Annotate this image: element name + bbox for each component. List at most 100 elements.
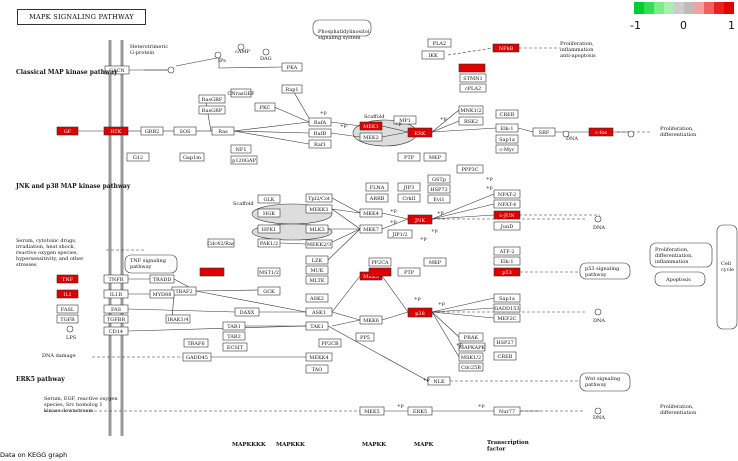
gene-node-mek5[interactable] [359,406,385,416]
gene-node-raf1b[interactable] [308,139,332,149]
gene-node-myd88[interactable] [149,289,175,299]
gene-node-flna[interactable] [365,182,389,192]
gene-node-mkp[interactable] [423,152,447,162]
gene-node-mkk6[interactable] [359,315,383,325]
compound-circle[interactable] [594,215,602,223]
gene-node-mkp2[interactable] [423,257,447,267]
compound-circle[interactable] [237,43,245,51]
gene-node-daxx[interactable] [234,307,260,317]
gene-node-cdc25b[interactable] [458,362,484,372]
gene-node-mltk[interactable] [305,275,329,285]
gene-node-evi1[interactable] [427,194,451,204]
gene-node-tradd[interactable] [149,274,175,284]
gene-node-rtk[interactable] [103,126,129,136]
linked-pathway-box[interactable] [579,372,631,392]
gene-node-cnrasgef[interactable] [230,88,252,98]
gene-node-srf[interactable] [532,127,556,137]
gene-node-hgk[interactable] [257,208,281,218]
gene-node-pp2ca[interactable] [368,257,392,267]
compound-circle[interactable] [214,51,222,59]
gene-node-ptp[interactable] [397,152,421,162]
gene-node-p120gap[interactable] [230,155,258,165]
gene-node-prak[interactable] [458,332,484,342]
gene-node-ras[interactable] [211,126,235,136]
gene-node-hspb1[interactable] [427,184,451,194]
gene-node-mnk[interactable] [458,105,484,115]
gene-node-cmyc[interactable] [495,144,519,154]
gene-node-mekk23[interactable] [305,239,333,249]
gene-node-mst12[interactable] [257,267,281,277]
gene-node-tak1[interactable] [305,321,329,331]
gene-node-rafb[interactable] [308,128,332,138]
compound-circle[interactable] [167,66,175,74]
gene-node-fas[interactable] [103,304,129,314]
gene-node-msk12[interactable] [458,352,484,362]
gene-node-crkii[interactable] [397,193,421,203]
gene-node-creb2[interactable] [495,109,519,119]
gene-node-pkc[interactable] [254,102,276,112]
gene-node-gf[interactable] [56,126,79,136]
gene-node-erk[interactable] [407,127,433,138]
gene-node-sap1a2[interactable] [493,293,521,303]
gene-node-pak12[interactable] [257,238,281,248]
gene-node-nf1[interactable] [230,144,252,154]
gene-node-grb2[interactable] [140,126,164,136]
gene-node-ikk[interactable] [421,50,445,60]
gene-node-map3k-red[interactable] [199,267,225,277]
compound-circle[interactable] [627,130,635,138]
gene-node-cdc42[interactable] [207,238,235,248]
gene-node-traf6[interactable] [183,338,209,348]
gene-node-cjun[interactable] [493,210,521,220]
linked-pathway-box[interactable] [649,242,713,268]
gene-node-mlk3[interactable] [305,224,329,234]
gene-node-arrb[interactable] [365,193,389,203]
gene-node-nur77[interactable] [493,406,521,416]
gene-node-cacn[interactable] [104,65,130,75]
gene-node-mapkapk[interactable] [458,342,486,352]
gene-node-cpla2[interactable] [459,83,487,93]
gene-node-pp2cb[interactable] [318,338,342,348]
gene-node-muk[interactable] [305,265,329,275]
gene-node-p53[interactable] [493,267,521,277]
gene-node-p38[interactable] [407,307,433,318]
gene-node-jund[interactable] [493,221,521,231]
gene-node-gadd[interactable] [493,303,521,313]
gene-node-mek2[interactable] [359,132,383,142]
gene-node-nfat4[interactable] [493,199,521,209]
linked-pathway-box[interactable] [654,271,706,287]
gene-node-rasgrf[interactable] [198,94,226,104]
linked-pathway-box[interactable] [312,19,372,37]
gene-node-tab2[interactable] [222,331,246,341]
gene-node-rsk2[interactable] [458,116,484,126]
gene-node-germinal[interactable] [257,286,281,296]
gene-node-ecsit[interactable] [222,342,248,352]
gene-node-gstp[interactable] [427,174,451,184]
gene-node-glk[interactable] [257,194,281,204]
gene-node-erk5[interactable] [407,406,433,416]
gene-node-tao[interactable] [305,364,329,374]
gene-node-elk1[interactable] [495,123,519,133]
gene-node-ask2[interactable] [305,293,329,303]
gene-node-hsp27[interactable] [493,337,517,347]
compound-circle[interactable] [594,407,602,415]
gene-node-nfat2[interactable] [493,189,521,199]
gene-node-tnfr[interactable] [103,274,129,284]
gene-node-rasgrp[interactable] [198,105,226,115]
compound-circle[interactable] [66,325,74,333]
gene-node-ptp2[interactable] [397,267,421,277]
gene-node-mkk7[interactable] [359,224,383,234]
gene-node-creb3[interactable] [493,351,517,361]
gene-node-hpk1[interactable] [257,224,281,234]
gene-node-rap1[interactable] [281,84,303,94]
gene-node-raf1[interactable] [308,117,332,127]
gene-node-tgfb[interactable] [56,314,79,324]
gene-node-atf2[interactable] [493,246,521,256]
gene-node-il1[interactable] [56,289,79,299]
gene-node-irak[interactable] [165,314,191,324]
gene-node-cfos[interactable] [588,127,614,137]
gene-node-pla2[interactable] [427,38,452,48]
gene-node-pp5[interactable] [355,332,375,342]
gene-node-g12[interactable] [126,152,150,162]
gene-node-tpl2[interactable] [305,193,333,203]
gene-node-sos[interactable] [173,126,197,136]
